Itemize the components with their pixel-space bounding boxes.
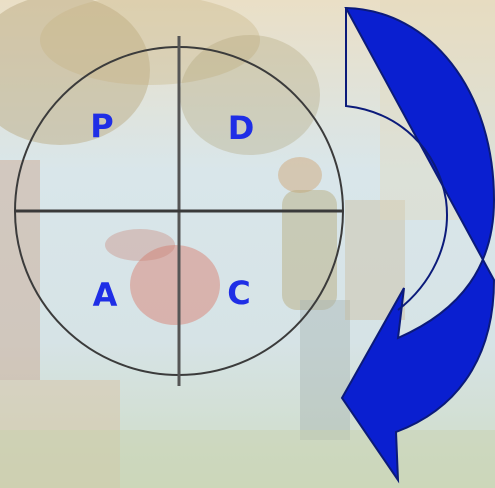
quadrant-label-plan: P (90, 107, 113, 145)
quadrant-label-check: C (227, 274, 250, 312)
quadrant-label-do: D (228, 109, 255, 147)
quadrant-label-act: A (93, 276, 118, 314)
